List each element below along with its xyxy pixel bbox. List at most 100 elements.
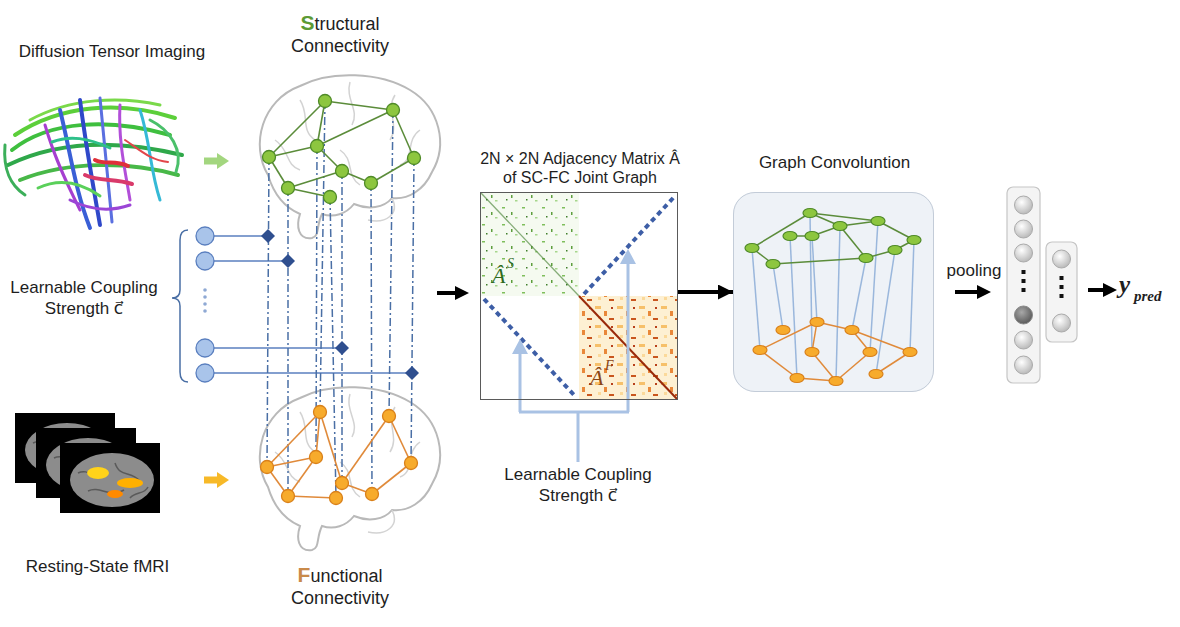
matrix-diagonal (481, 193, 579, 296)
fiber (95, 160, 128, 166)
layer-link (910, 240, 914, 352)
correspondence-line (341, 171, 343, 483)
region-node (282, 182, 295, 195)
modality-label: Resting-State fMRI (0, 557, 195, 578)
layer-links (752, 213, 914, 381)
coupling-diamond (405, 366, 419, 380)
fiber (150, 120, 178, 172)
region-node (745, 244, 759, 253)
graph-edge (389, 416, 411, 463)
graph-edge (267, 457, 316, 467)
layer-link (852, 258, 866, 330)
region-node (907, 236, 921, 245)
coupling-weight (196, 339, 214, 357)
graph-edge (320, 412, 342, 483)
matrix-title: 2N × 2N Adjacency Matrix Â of SC-FC Join… (475, 149, 685, 187)
region-node (871, 217, 885, 226)
arrow-head (455, 286, 469, 300)
graph-edge (269, 146, 317, 157)
region-node (263, 151, 276, 164)
neuron (1015, 356, 1033, 374)
arrow-shaft (204, 158, 218, 165)
ellipsis-dot (203, 302, 207, 306)
neuron (1053, 314, 1071, 332)
graph-edge (760, 350, 797, 378)
ellipsis-dot (1022, 270, 1026, 274)
layer-link (870, 221, 878, 352)
ellipsis-dot (1022, 279, 1026, 283)
feature-vector (1046, 242, 1077, 342)
arrow-shaft (955, 290, 978, 294)
matrix-symbol: Â (492, 265, 505, 287)
fiber (38, 182, 100, 196)
layer-link (752, 248, 760, 350)
region-node (903, 348, 917, 357)
region-node (324, 191, 337, 204)
region-node (311, 140, 324, 153)
arrow-shaft (204, 477, 218, 484)
coupling-wire (205, 260, 288, 261)
region-node (790, 374, 804, 383)
fmri-stack (15, 413, 160, 513)
coupling-diamond (335, 341, 349, 355)
connectivity-title: Structural Connectivity (270, 10, 410, 58)
graph-edge (752, 213, 810, 248)
coupling-injection (512, 249, 636, 462)
ellipsis-dot (1022, 288, 1026, 292)
graph-edge (836, 352, 870, 381)
neuron (1015, 331, 1033, 349)
graph-edge (269, 101, 325, 157)
graph-convolution-box: Graph Convoluntion (733, 192, 934, 392)
arrow-head (1103, 283, 1117, 297)
coupling-wire (205, 372, 412, 373)
arrow-shaft (1088, 288, 1104, 292)
arrow-head (217, 472, 229, 488)
graph-edge (810, 213, 878, 221)
region-node (314, 406, 327, 419)
fiber (70, 200, 130, 209)
neuron (1053, 250, 1071, 268)
correspondence-line (411, 158, 414, 463)
fiber (5, 145, 25, 195)
region-node (766, 260, 780, 269)
coupling-label: Learnable Coupling Strength c⃗ (478, 465, 678, 506)
bracket (172, 230, 188, 382)
region-node (888, 246, 902, 255)
region-node (261, 461, 274, 474)
region-node (783, 232, 797, 241)
fiber (85, 175, 132, 184)
region-node (319, 95, 332, 108)
arrow-shaft (437, 291, 456, 295)
region-node (845, 326, 859, 335)
graph-edge (288, 171, 342, 188)
region-node (753, 346, 767, 355)
matrix-artwork (480, 192, 678, 400)
graph-edge (760, 322, 817, 350)
coupling-diamond (261, 229, 275, 243)
region-node (336, 165, 349, 178)
feature-vector (1007, 187, 1040, 383)
region-node (829, 377, 843, 386)
sc-quadrant (481, 193, 579, 296)
region-node (366, 488, 379, 501)
region-node (805, 232, 819, 241)
matrix-superscript: S (507, 257, 514, 271)
fmri-slice (60, 443, 160, 513)
vector-frame (1046, 242, 1077, 342)
brain-outline (260, 387, 440, 550)
region-node (282, 490, 295, 503)
graph-edge (372, 463, 411, 494)
coupling-label: Learnable Coupling Strength c⃗ (0, 278, 168, 319)
layer-link (876, 250, 895, 374)
arrow-head (512, 339, 528, 354)
flow-arrow (955, 285, 991, 299)
fiber (125, 140, 168, 162)
fiber (52, 138, 110, 148)
coupling-diamonds (261, 229, 419, 380)
vector-frame (1007, 187, 1040, 383)
functional-graph-edges (267, 412, 411, 498)
ellipsis-dot (1060, 276, 1064, 280)
graph-edge (840, 226, 866, 258)
